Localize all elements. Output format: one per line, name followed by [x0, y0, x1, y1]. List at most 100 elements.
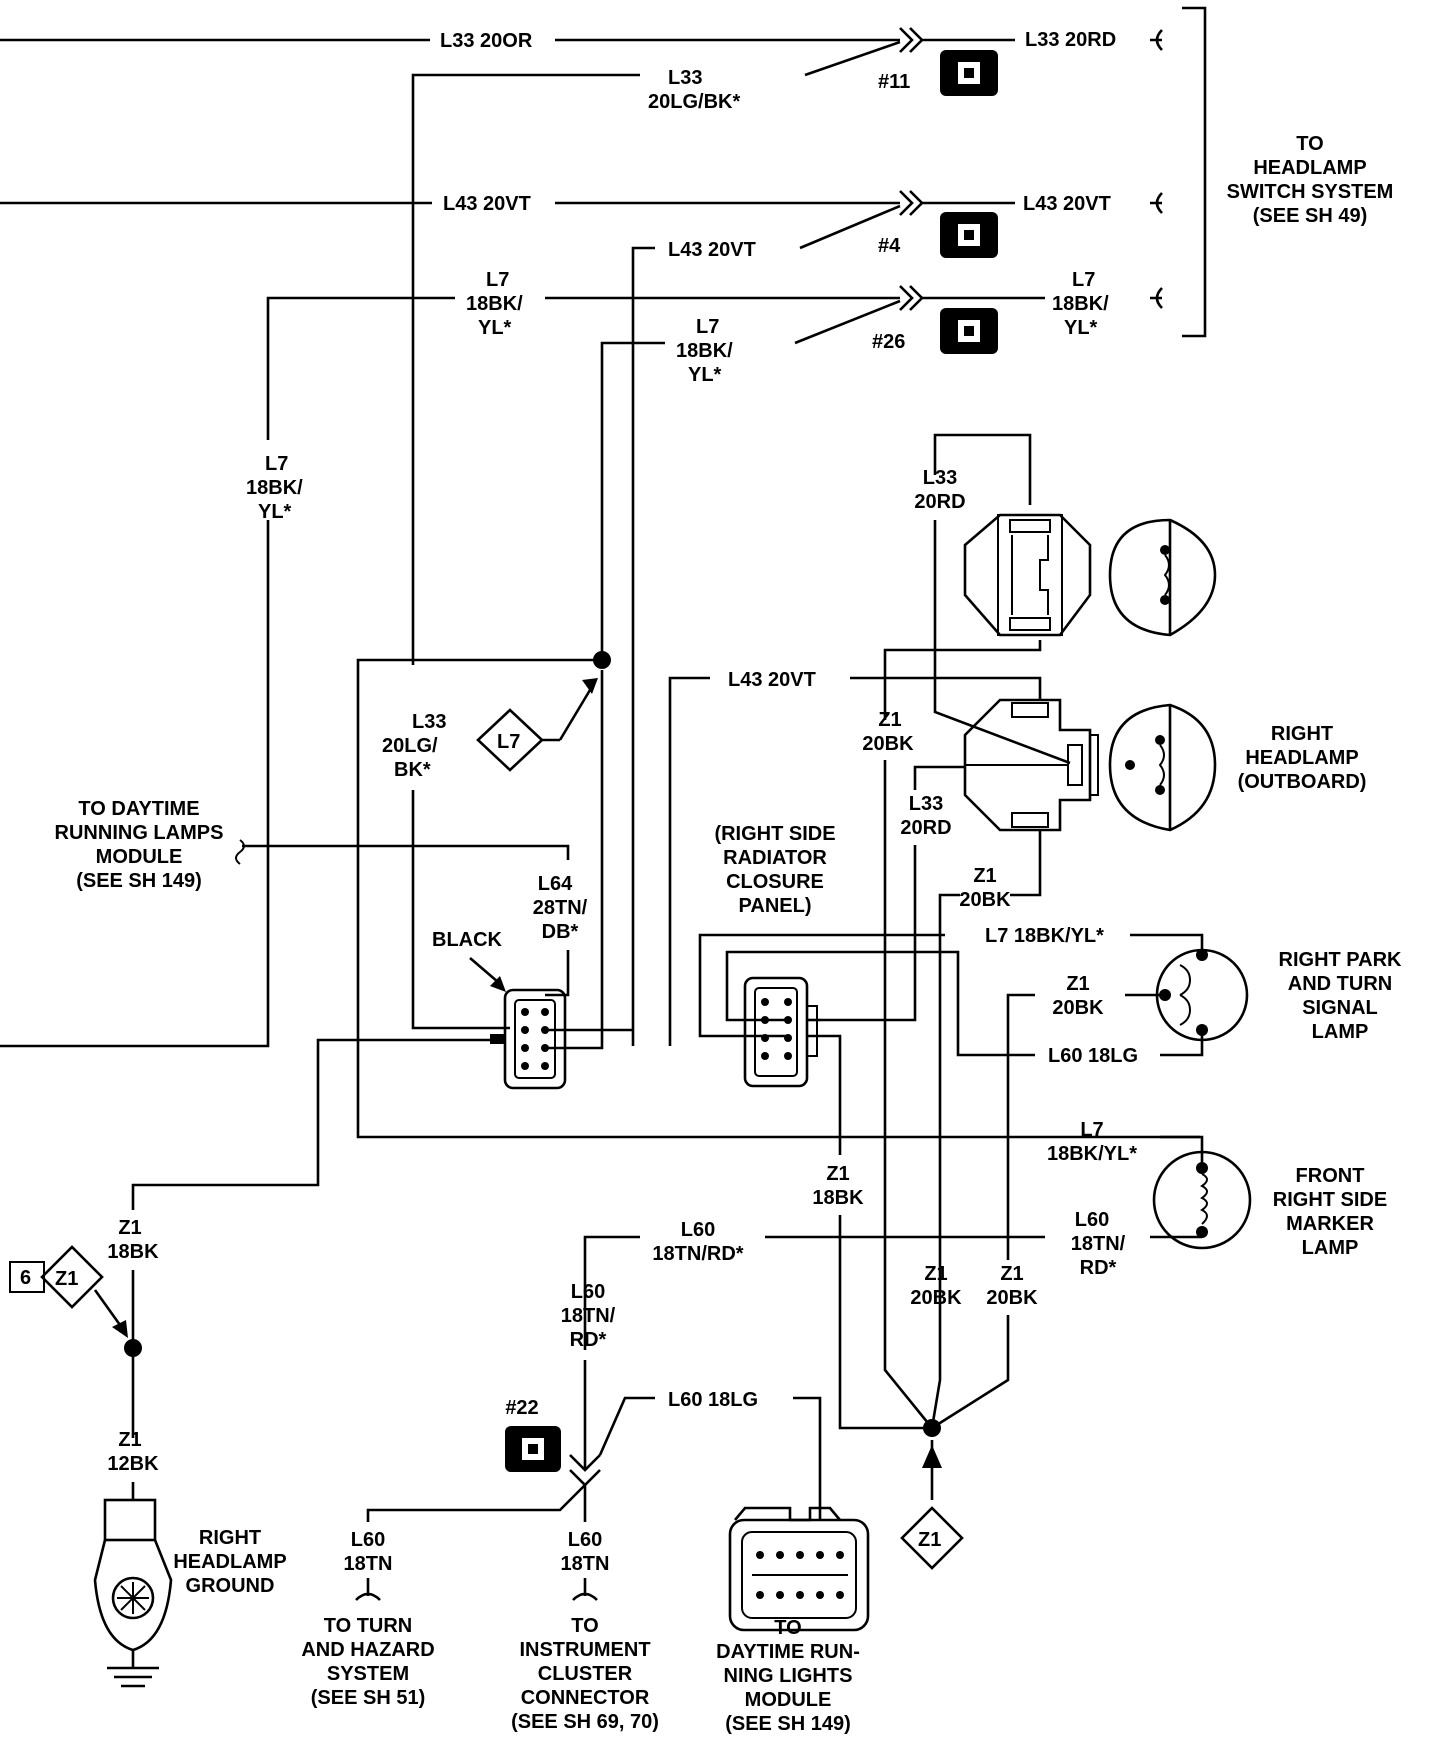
svg-text:L7: L7 — [497, 731, 520, 753]
l60-tnrd-v-3: RD* — [570, 1329, 607, 1351]
drl-bottom-1: TO — [774, 1617, 801, 1639]
l33-wire-group: L33 20OR L33 20RD L33 20LG/BK* #11 — [0, 27, 1163, 665]
drl-bottom-2: DAYTIME RUN- — [716, 1641, 860, 1663]
drl-bottom-5: (SEE SH 149) — [725, 1713, 851, 1735]
conn26-label: #26 — [872, 331, 905, 353]
l7-b-3: YL* — [1064, 317, 1098, 339]
drl-left-3: MODULE — [96, 846, 183, 868]
conn11-label: #11 — [878, 71, 910, 93]
marker-4: LAMP — [1302, 1237, 1359, 1259]
radiator-panel-4: PANEL) — [739, 895, 812, 917]
marker-2: RIGHT SIDE — [1273, 1189, 1387, 1211]
headlamp-area: L33 20RD L43 20VT Z1 20BK — [668, 433, 1366, 1429]
svg-text:Z1: Z1 — [55, 1268, 78, 1290]
z1-20bk-hl2-2: 20BK — [959, 889, 1011, 911]
l7-left-3: YL* — [258, 501, 292, 523]
l43-20vt-a: L43 20VT — [443, 193, 531, 215]
l64-3: DB* — [542, 921, 579, 943]
l33-20rd-hl2-1: L33 — [909, 793, 943, 815]
park-lamp-icon — [1155, 948, 1249, 1042]
l60-18tn-b-1: L60 — [568, 1529, 602, 1551]
l43-20vt-b: L43 20VT — [1023, 193, 1111, 215]
z1-18bk-left-1: Z1 — [118, 1217, 141, 1239]
l7-b-2: 18BK/ — [1052, 293, 1109, 315]
l33-lgbk-top-1: L33 — [668, 67, 702, 89]
svg-text:6: 6 — [20, 1267, 31, 1289]
svg-text:Z1: Z1 — [918, 1529, 941, 1551]
l60-18tn-b-2: 18TN — [561, 1553, 610, 1575]
turn-hazard-3: SYSTEM — [327, 1663, 409, 1685]
cluster-4: CONNECTOR — [521, 1687, 650, 1709]
z1-20bk-hl-2: 20BK — [862, 733, 914, 755]
turn-hazard-2: AND HAZARD — [301, 1639, 434, 1661]
l33-20rd-label: L33 20RD — [1025, 29, 1116, 51]
ground-label-3: GROUND — [186, 1575, 275, 1597]
l60-18tn-a-1: L60 — [351, 1529, 385, 1551]
conn22-label: #22 — [505, 1397, 538, 1419]
l60-tnrd-v-2: 18TN/ — [561, 1305, 616, 1327]
l33-20rd-hl-1: L33 — [923, 467, 957, 489]
drl-left-2: RUNNING LAMPS — [55, 822, 224, 844]
z1-12bk-1: Z1 — [118, 1429, 141, 1451]
l33-lgbk-mid-2: 20LG/ — [382, 735, 438, 757]
radiator-panel-3: CLOSURE — [726, 871, 824, 893]
cluster-1: TO — [571, 1615, 598, 1637]
radiator-panel-1: (RIGHT SIDE — [714, 823, 835, 845]
connector-11-icon — [940, 50, 998, 96]
radiator-panel-2: RADIATOR — [723, 847, 827, 869]
l33-20rd-hl-2: 20RD — [914, 491, 965, 513]
l7-a-2: 18BK/ — [466, 293, 523, 315]
l60-tnrd-v-1: L60 — [571, 1281, 605, 1303]
l33-lgbk-mid-3: BK* — [394, 759, 431, 781]
z1-diamond-bottom: Z1 — [900, 1506, 964, 1570]
l7-wire-group: L7 18BK/ YL* L7 18BK/ YL* L7 18BK/ YL* #… — [0, 269, 1163, 1048]
bottom-l60-area: L60 18TN/ RD* L60 18LG #22 L60 18TN L60 … — [301, 1281, 870, 1735]
l7-marker-2: 18BK/YL* — [1047, 1143, 1137, 1165]
drl-module-connector-icon — [728, 1506, 870, 1632]
connector-26-icon — [940, 308, 998, 354]
l60-marker-3: RD* — [1080, 1257, 1117, 1279]
cluster-5: (SEE SH 69, 70) — [511, 1711, 659, 1733]
l7-diamond: L7 — [476, 708, 560, 772]
park-turn-4: LAMP — [1312, 1021, 1369, 1043]
park-turn-3: SIGNAL — [1302, 997, 1378, 1019]
headlamp-bulb-lower-icon — [1089, 703, 1217, 832]
z1-20bk-park-2: 20BK — [1052, 997, 1104, 1019]
right-connector-area: L7 18BK/YL* L60 18LG Z1 20BK Z1 18BK — [583, 925, 1402, 1570]
right-headlamp-2: HEADLAMP — [1245, 747, 1358, 769]
park-turn-2: AND TURN — [1288, 973, 1392, 995]
right-headlamp-1: RIGHT — [1271, 723, 1333, 745]
headlamp-socket-upper — [963, 513, 1092, 637]
z1-18bk-mid-1: Z1 — [826, 1163, 849, 1185]
turn-hazard-4: (SEE SH 51) — [311, 1687, 425, 1709]
l7-left-1: L7 — [265, 453, 288, 475]
right-connector-icon — [743, 976, 818, 1088]
left-connector-area: L7 L33 20LG/ BK* L64 28TN/ DB* TO DAYTIM… — [9, 651, 1200, 1688]
ground-label-2: HEADLAMP — [173, 1551, 286, 1573]
drl-bottom-4: MODULE — [745, 1689, 832, 1711]
z1-20bk-hl-1: Z1 — [878, 709, 901, 731]
drl-left-4: (SEE SH 149) — [76, 870, 202, 892]
marker-1: FRONT — [1296, 1165, 1365, 1187]
headlamp-switch-1: TO — [1296, 133, 1323, 155]
drl-bottom-3: NING LIGHTS — [724, 1665, 853, 1687]
drl-left-1: TO DAYTIME — [78, 798, 199, 820]
z1-diamond-left: 6 Z1 — [9, 1245, 104, 1309]
ground-lug-icon — [93, 1498, 173, 1688]
l64-1: L64 — [538, 873, 573, 895]
l33-lgbk-top-2: 20LG/BK* — [648, 91, 740, 113]
conn4-label: #4 — [878, 235, 901, 257]
l60-marker-1: L60 — [1075, 1209, 1109, 1231]
l60-tnrd-h-1: L60 — [681, 1219, 715, 1241]
l33-20rd-hl2-2: 20RD — [900, 817, 951, 839]
l33-20or-label: L33 20OR — [440, 30, 533, 52]
ground-label-1: RIGHT — [199, 1527, 261, 1549]
z1-20bk-b1-1: Z1 — [924, 1263, 947, 1285]
black-label: BLACK — [432, 929, 503, 951]
marker-lamp-icon — [1152, 1150, 1252, 1250]
l7-c-3: YL* — [688, 364, 722, 386]
l33-lgbk-mid-1: L33 — [412, 711, 446, 733]
marker-3: MARKER — [1286, 1213, 1374, 1235]
l64-2: 28TN/ — [533, 897, 588, 919]
